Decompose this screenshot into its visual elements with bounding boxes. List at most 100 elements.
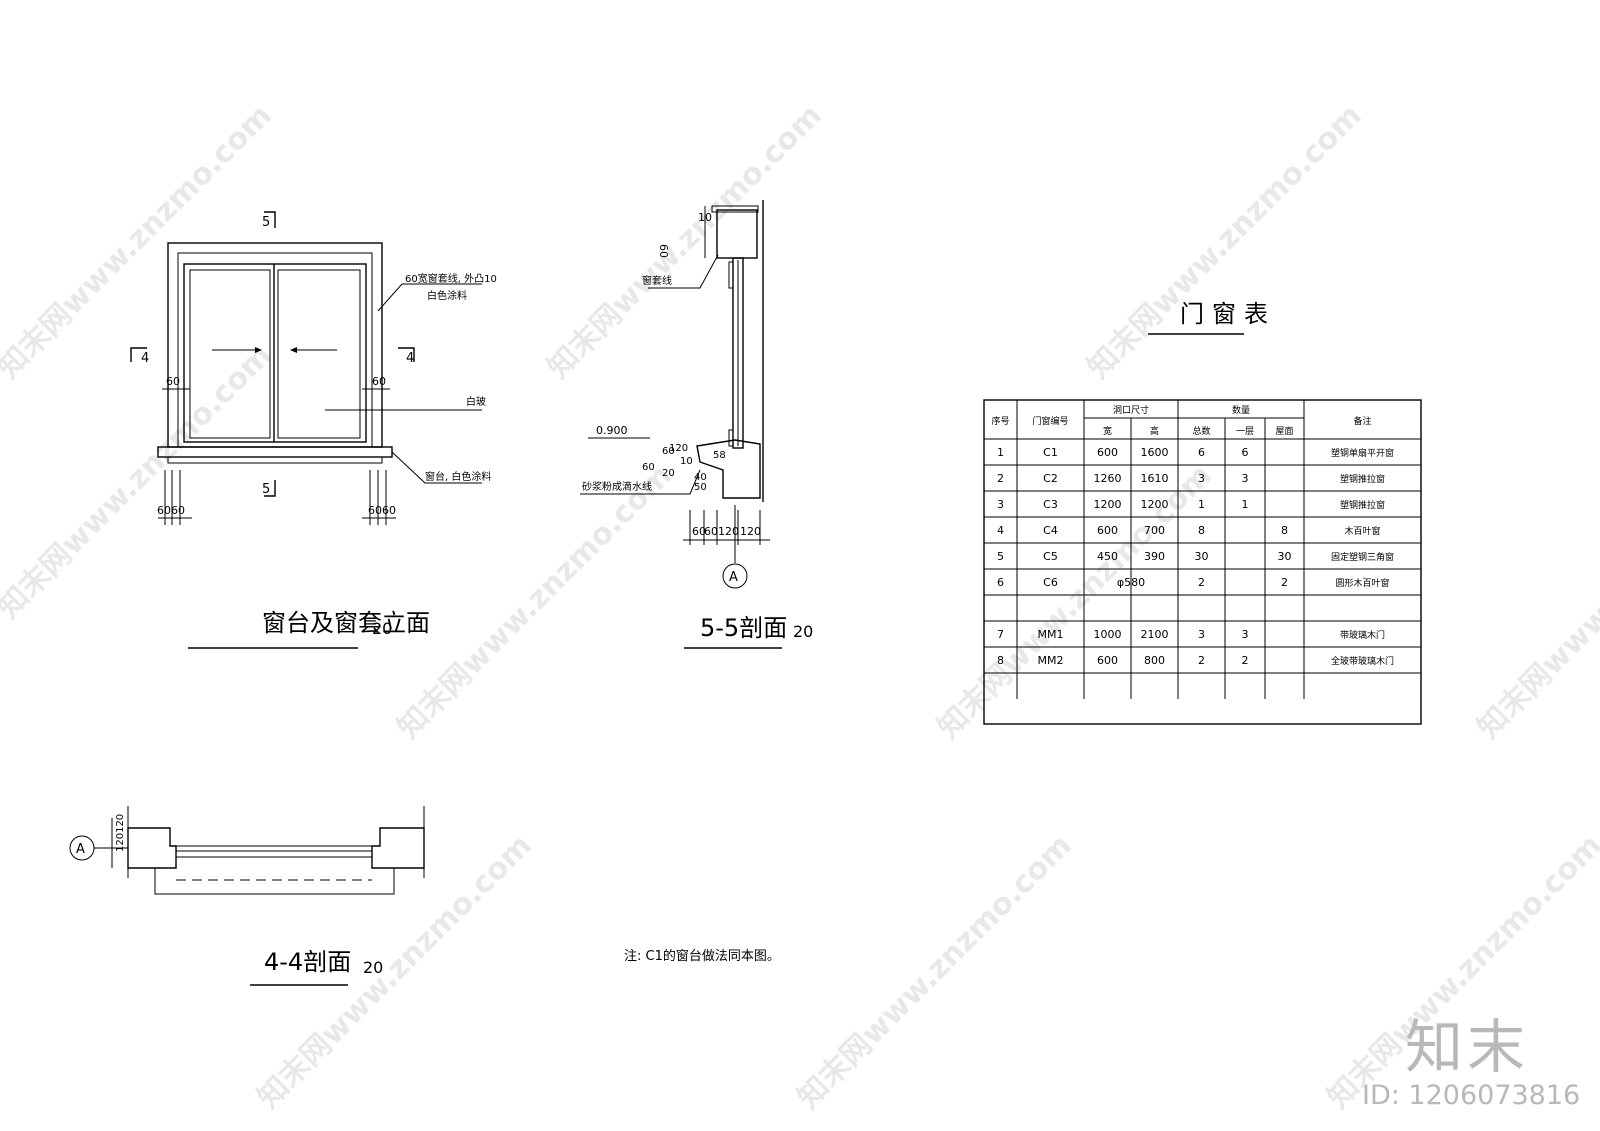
table-cell: 800	[1144, 654, 1165, 667]
table-header-cell: 宽	[1103, 425, 1112, 437]
table-header-cell: 备注	[1353, 415, 1371, 427]
dimension-label: 6060	[368, 504, 396, 517]
table-cell: C6	[1043, 576, 1058, 589]
level-label: 0.900	[596, 424, 628, 437]
section-4-4: 120120 A 4-4剖面 20	[69, 806, 425, 986]
table-cell: φ580	[1117, 576, 1145, 589]
section-mark: 5	[262, 482, 270, 497]
dimension-label: 6060	[157, 504, 185, 517]
table-cell: 6	[997, 576, 1004, 589]
drawing-title: 5-5剖面	[700, 614, 787, 642]
table-cell: 2	[1281, 576, 1288, 589]
table-cell: 8	[1281, 524, 1288, 537]
drawing-scale: 20	[793, 622, 813, 641]
table-header-cell: 洞口尺寸	[1113, 404, 1149, 416]
dimension-label: 60	[166, 375, 180, 388]
dimension-label: 120120	[115, 814, 126, 852]
drawing-scale: 20	[363, 958, 383, 977]
section-mark: 4	[141, 351, 149, 366]
table-header-cell: 总数	[1192, 425, 1210, 437]
table-header-cell: 序号	[991, 415, 1009, 427]
table-cell: 600	[1097, 446, 1118, 459]
section-mark: 4	[406, 351, 414, 366]
table-header-cell: 高	[1150, 425, 1159, 437]
leader-label-sill: 窗台, 白色涂料	[425, 470, 491, 483]
watermark: 知末网www.znzmo.com	[0, 98, 279, 386]
table-cell: 7	[997, 628, 1004, 641]
table-cell: 8	[1198, 524, 1205, 537]
table-cell: 2100	[1141, 628, 1169, 641]
table-cell: 2	[1198, 576, 1205, 589]
watermark: 知末网www.znzmo.com	[541, 98, 829, 386]
dimension-label: 20	[662, 468, 675, 479]
dimension-label: 120	[740, 525, 761, 538]
dimension-label: 120	[718, 525, 739, 538]
dimension-label: 40	[694, 472, 707, 483]
watermark: 知末网www.znzmo.com	[0, 338, 279, 626]
table-cell: 1	[1242, 498, 1249, 511]
watermark: 知末网www.znzmo.com	[1081, 98, 1369, 386]
axis-label: A	[729, 570, 738, 585]
watermark-layer: 知末网www.znzmo.com 知末网www.znzmo.com 知末网www…	[0, 98, 1600, 1116]
table-cell: 5	[997, 550, 1004, 563]
dimension-label: 60	[692, 525, 706, 538]
table-cell: 600	[1097, 654, 1118, 667]
brand-logo: 知末	[1405, 1013, 1530, 1081]
table-cell: 1000	[1094, 628, 1122, 641]
dimension-label: 60	[642, 462, 655, 473]
window-elevation: 5 5 4 4 60 60 6060 6060 60宽窗套线, 外凸10 白色涂…	[130, 211, 497, 649]
table-cell: C3	[1043, 498, 1058, 511]
table-cell: 1600	[1141, 446, 1169, 459]
section-5-5: 10 60 窗套线 0.900 60 60 20 10 40 50 120 58…	[580, 200, 813, 649]
watermark: 知末网www.znzmo.com	[791, 828, 1079, 1116]
table-cell: 1200	[1094, 498, 1122, 511]
axis-label: A	[76, 842, 85, 857]
drawing-scale: 20	[372, 619, 392, 638]
table-row: 7 MM1 1000 2100 3 3 带玻璃木门	[997, 628, 1385, 641]
dimension-label: 60	[657, 244, 670, 258]
table-cell: 固定塑钢三角窗	[1331, 551, 1394, 563]
note-text: 注: C1的窗台做法同本图。	[624, 948, 780, 964]
table-title: 门窗表	[1180, 300, 1276, 328]
table-cell: 2	[1198, 654, 1205, 667]
dimension-label: 60	[662, 446, 675, 457]
table-cell: 1	[1198, 498, 1205, 511]
table-cell: 1	[997, 446, 1004, 459]
drawing-title: 窗台及窗套立面	[262, 609, 430, 637]
table-cell: MM1	[1038, 628, 1064, 641]
dimension-label: 10	[698, 211, 712, 224]
table-cell: 带玻璃木门	[1340, 629, 1385, 641]
table-cell: 2	[997, 472, 1004, 485]
watermark: 知末网www.znzmo.com	[1471, 458, 1600, 746]
table-cell: 390	[1144, 550, 1165, 563]
table-cell: 3	[1198, 628, 1205, 641]
table-cell: 3	[1242, 628, 1249, 641]
table-cell: 木百叶窗	[1344, 525, 1380, 537]
table-cell: 3	[1198, 472, 1205, 485]
table-cell: 3	[997, 498, 1004, 511]
brand-id: ID: 1206073816	[1362, 1080, 1581, 1111]
table-cell: 450	[1097, 550, 1118, 563]
table-cell: C2	[1043, 472, 1058, 485]
table-cell: 2	[1242, 654, 1249, 667]
table-cell: 1260	[1094, 472, 1122, 485]
leader-label-color: 白色涂料	[427, 289, 467, 302]
drawing-title: 4-4剖面	[264, 948, 351, 976]
table-cell: 8	[997, 654, 1004, 667]
table-cell: 4	[997, 524, 1004, 537]
leader-label-glass: 白玻	[466, 395, 486, 408]
table-cell: 3	[1242, 472, 1249, 485]
table-cell: 600	[1097, 524, 1118, 537]
table-cell: C4	[1043, 524, 1058, 537]
dimension-label: 10	[680, 456, 693, 467]
table-header-cell: 一层	[1236, 426, 1254, 437]
table-cell: 6	[1198, 446, 1205, 459]
